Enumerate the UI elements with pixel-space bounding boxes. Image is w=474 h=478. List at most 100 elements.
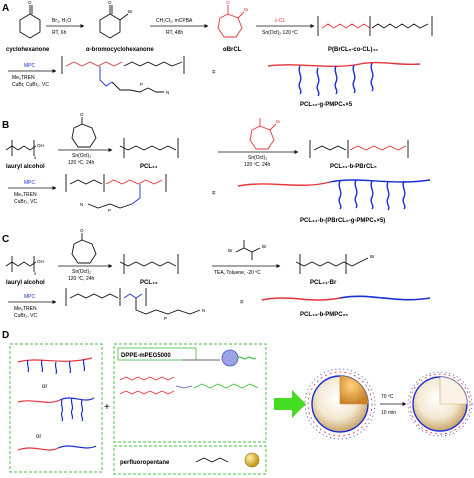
caprolactone-structure-c — [71, 233, 97, 264]
b-equals: = — [212, 191, 216, 197]
cyclohexanone-label: cyclohexanone — [6, 47, 50, 53]
abrcl-label: αBrCL — [223, 47, 242, 53]
b-step3-ligand: Me₆TREN — [14, 192, 37, 198]
a-step4-monomer: MPC — [24, 63, 36, 69]
a-step1-conditions: RT, 6h — [52, 30, 67, 36]
b-step2-catalyst: Sn(Oct)₂ — [248, 155, 267, 161]
caprolactone-structure-b — [71, 117, 97, 148]
dppe-box — [113, 343, 267, 443]
c-lauryl-alcohol-label: lauryl alcohol — [6, 280, 45, 286]
pcl34-label: PCL₃₄ — [140, 164, 158, 170]
svg-text:O: O — [28, 0, 32, 5]
perfluoropentane-label: perfluoropentane — [120, 460, 170, 466]
pbrcl-co-cl-structure — [317, 16, 433, 36]
abrcl-structure — [217, 5, 245, 38]
bromocyclohexanone-label: α-bromocyclohexanone — [86, 47, 154, 53]
svg-text:O: O — [80, 112, 84, 117]
panel-d-letter: D — [2, 330, 9, 341]
pcl-g-pmpc-structure — [61, 56, 185, 93]
c-step2-conditions: TEA, Toluene, -20 ºC — [214, 270, 261, 276]
svg-text:P: P — [164, 316, 167, 321]
b-step2-conditions: 120 ºC, 24h — [244, 162, 271, 168]
pbrcl-co-cl-label: P(BrCL₅-co-CL)₄₀ — [328, 47, 378, 53]
dppe-label-frame — [117, 347, 197, 361]
panel-c-letter: C — [2, 234, 9, 245]
c-step3-monomer: MPC — [24, 294, 36, 300]
b-step1-conditions: 120 ºC, 24h — [68, 160, 95, 166]
svg-text:OH: OH — [37, 143, 44, 148]
pcl34-b-graft-cartoon — [237, 179, 431, 211]
svg-text:Br: Br — [262, 244, 267, 249]
pcl43-structure — [119, 254, 179, 274]
pcl34-b-graft-structure — [65, 174, 167, 209]
dppe-chemical-structure — [119, 376, 259, 395]
svg-text:O: O — [226, 0, 230, 5]
panel-d: D or or + DPPE-mPEG5000 — [2, 330, 473, 475]
pcl43-label: PCL₄₃ — [140, 280, 158, 286]
svg-text:N: N — [202, 308, 205, 313]
pcl34-b-pbrcl5-label: PCL₃₄-b-PBrCL₅ — [330, 164, 377, 170]
pcl43-br-structure — [295, 254, 369, 274]
or-label-2: or — [36, 434, 41, 440]
svg-text:N: N — [166, 90, 169, 95]
pfp-droplet-icon — [244, 452, 260, 468]
panel-b-letter: B — [2, 120, 9, 131]
c-step1-catalyst: Sn(Oct)₂ — [72, 269, 91, 275]
a-step2-conditions: RT, 48h — [166, 30, 183, 36]
pcl43-b-pmpc-cartoon — [261, 295, 431, 301]
svg-text:5: 5 — [34, 272, 36, 276]
panel-a: A O cyclohexanone Br₂, H₂O RT, 6h O Br α… — [2, 0, 433, 108]
c-step3-ligand: Me₆TREN — [14, 306, 37, 312]
svg-text:Br: Br — [276, 119, 281, 124]
panel-c: C OH 5 lauryl alcohol O Sn(Oct)₂ 120 ºC,… — [2, 228, 431, 321]
cyclohexanone-structure — [19, 5, 41, 39]
self-assembly-arrow — [274, 390, 306, 418]
svg-text:OH: OH — [37, 259, 44, 264]
svg-text:Br: Br — [228, 248, 233, 253]
dppe-label: DPPE-mPEG5000 — [121, 353, 171, 359]
heating-time: 10 min — [381, 410, 396, 416]
pcl-g-pmpc-cartoon — [267, 61, 421, 97]
a-step4-catalyst: CuBr, CuBr₂, VC — [12, 82, 49, 88]
b-step3-catalyst: CuBr₂, VC — [14, 199, 37, 205]
b-step3-monomer: MPC — [24, 180, 36, 186]
b-product-label: PCL₃₄-b-(PBrCL₅-g-PMPC₅×5) — [300, 218, 385, 224]
pcl34-structure — [119, 138, 179, 158]
b-step1-catalyst: Sn(Oct)₂ — [72, 153, 91, 159]
svg-text:P: P — [108, 208, 111, 213]
svg-text:Br: Br — [244, 7, 249, 12]
polymer-options-cartoons — [17, 357, 97, 451]
perfluoropentane-structure — [195, 457, 229, 463]
lauryl-alcohol-structure-b — [5, 140, 37, 156]
abrcl-structure-b — [249, 118, 277, 150]
a-step3-monomer: ε-CL — [275, 18, 286, 24]
a-step2-reagents: CH₂Cl₂, mCPBA — [156, 18, 193, 24]
svg-text:5: 5 — [34, 156, 36, 160]
pcl43-br-label: PCL₄₃-Br — [310, 280, 337, 286]
lauryl-alcohol-structure-c — [5, 256, 37, 272]
svg-text:P: P — [140, 82, 143, 87]
c-equals: = — [240, 300, 244, 306]
svg-text:Br: Br — [128, 9, 133, 14]
svg-text:O: O — [80, 228, 84, 233]
a-step4-ligand: Me₆TREN — [12, 75, 35, 81]
svg-text:Br: Br — [370, 254, 375, 259]
plus-sign: + — [104, 402, 110, 413]
svg-text:O: O — [108, 0, 112, 5]
a-product-label: PCL₄₀-g-PMPC₅×5 — [300, 102, 353, 108]
a-equals: = — [212, 70, 216, 76]
a-step1-reagents: Br₂, H₂O — [52, 18, 71, 24]
nanodroplet-before — [304, 368, 376, 440]
c-product-label: PCL₄₃-b-PMPC₂₅ — [300, 312, 348, 318]
dppe-lipid-icon — [182, 349, 257, 367]
pcl34-b-pbrcl5-structure — [309, 140, 409, 158]
c-step3-catalyst: CuBr₂, VC — [14, 313, 37, 319]
a-step3-catalyst: Sn(Oct)₂ 120 ºC — [262, 30, 298, 36]
panel-a-letter: A — [2, 3, 9, 14]
b-lauryl-alcohol-label: lauryl alcohol — [6, 164, 45, 170]
polymer-options-box — [9, 343, 103, 473]
pcl43-b-pmpc-structure — [65, 288, 201, 315]
or-label-1: or — [42, 384, 47, 390]
heating-temperature: 70 ºC — [381, 394, 394, 400]
